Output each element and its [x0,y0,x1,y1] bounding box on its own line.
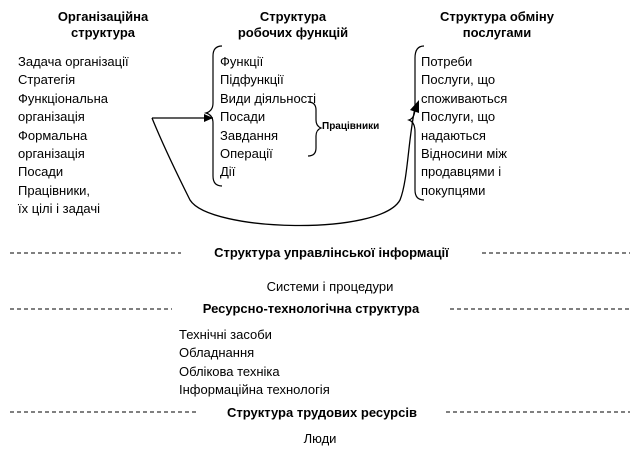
resource-tech-item: Інформаційна технологія [179,382,330,398]
functions-list: Функції Підфункції Види діяльності Посад… [220,53,316,182]
services-left-brace [407,45,425,201]
arrowhead-functions [204,114,213,122]
service-item: Послуги, що [421,72,496,88]
org-heading-line: Організаційна [57,9,149,24]
function-item: Дії [220,164,236,180]
service-item: Послуги, що [421,109,496,125]
workers-brace-label: Працівники [322,121,380,132]
services-heading-line: Структура обміну [440,9,554,24]
org-item: Задача організації [18,54,129,69]
org-structure-list: Задача організації Стратегія Функціональ… [18,53,129,219]
service-item: Відносини між [421,146,507,162]
service-item: надаються [421,127,486,143]
resource-tech-item: Облікова техніка [179,363,280,379]
services-list: Потреби Послуги, що споживаються Послуги… [421,53,507,200]
workers-brace [307,101,323,157]
functions-heading-line: робочих функцій [237,25,349,40]
management-info-content: Системи і процедури [266,279,394,294]
resource-tech-list: Технічні засоби Обладнання Облікова техн… [179,326,330,400]
org-structure-heading: Організаційна структура [28,9,178,41]
management-info-title: Структура управлінської інформації [214,245,449,260]
org-item: Формальна [18,127,88,143]
function-item: Види діяльності [220,90,317,106]
resource-tech-item: Обладнання [179,345,255,361]
labor-title: Структура трудових ресурсів [227,405,417,420]
function-item: Посади [220,109,266,125]
function-item: Завдання [220,127,279,143]
function-item: Функції [220,54,264,69]
functions-heading: Структура робочих функцій [218,9,368,41]
services-heading-line: послугами [462,25,532,40]
org-item: їх цілі і задачі [18,201,101,217]
resource-tech-item: Технічні засоби [179,327,272,342]
functions-left-brace [203,45,223,187]
function-item: Підфункції [220,72,284,88]
service-item: Потреби [421,54,473,69]
service-item: продавцями і [421,164,502,180]
org-item: організація [18,109,85,125]
org-item: Стратегія [18,72,76,88]
service-item: споживаються [421,90,508,106]
org-item: Посади [18,164,64,180]
labor-content: Люди [303,431,337,446]
org-item: організація [18,146,85,162]
org-heading-line: структура [70,25,136,40]
loop-curve [151,107,416,227]
org-item: Працівники, [18,182,91,198]
org-item: Функціональна [18,90,108,106]
services-heading: Структура обміну послугами [412,9,582,41]
function-item: Операції [220,146,273,162]
service-item: покупцями [421,182,486,198]
functions-heading-line: Структура [259,9,327,24]
resource-tech-title: Ресурсно-технологічна структура [202,301,420,316]
